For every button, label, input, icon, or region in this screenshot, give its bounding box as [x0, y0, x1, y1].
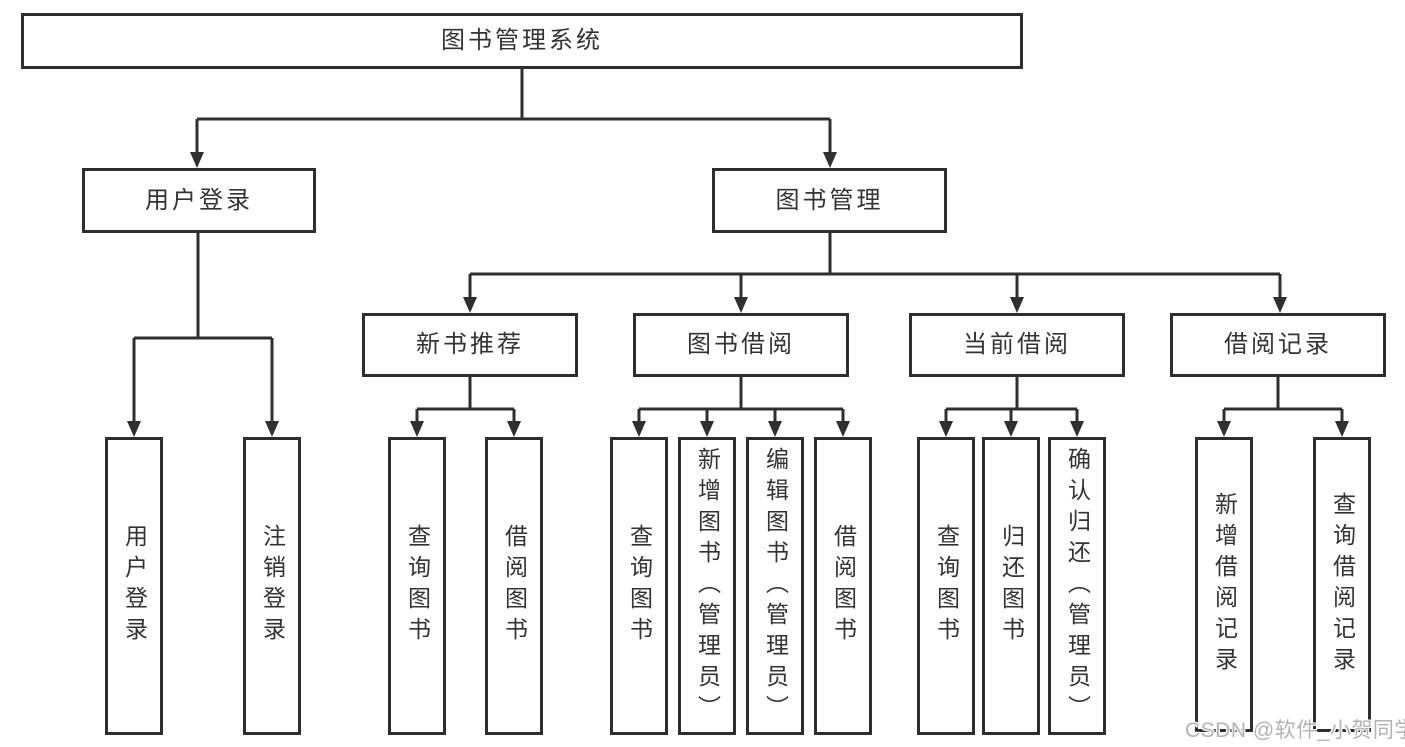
- leaf-query-books-recommend: 查询图书: [388, 437, 446, 735]
- leaf-borrow-books-borrowing-label: 借阅图书: [830, 524, 857, 648]
- leaf-query-books-recommend-label: 查询图书: [404, 524, 431, 648]
- arrowhead-icon: [1004, 421, 1018, 437]
- leaf-borrow-books-borrowing: 借阅图书: [814, 437, 872, 735]
- arrowhead-icon: [768, 421, 782, 437]
- node-new-book-recommend: 新书推荐: [362, 313, 578, 377]
- arrowhead-icon: [265, 421, 279, 437]
- arrowhead-icon: [734, 297, 748, 313]
- leaf-add-book-admin-label: 新增图书（管理员）: [694, 446, 721, 726]
- node-borrowing-records: 借阅记录: [1170, 313, 1386, 377]
- arrowhead-icon: [939, 421, 953, 437]
- node-current-borrowing-label: 当前借阅: [963, 331, 1071, 358]
- leaf-confirm-return-admin-label: 确认归还（管理员）: [1064, 446, 1091, 726]
- leaf-query-books-borrowing-label: 查询图书: [626, 524, 653, 648]
- arrowhead-icon: [410, 421, 424, 437]
- arrowhead-icon: [632, 421, 646, 437]
- arrowhead-icon: [1070, 421, 1084, 437]
- leaf-add-borrow-record: 新增借阅记录: [1195, 437, 1253, 732]
- node-book-borrowing: 图书借阅: [633, 313, 849, 377]
- arrowhead-icon: [836, 421, 850, 437]
- node-library-management-system: 图书管理系统: [21, 13, 1023, 69]
- leaf-query-borrow-record-label: 查询借阅记录: [1329, 491, 1356, 678]
- node-library-management-system-label: 图书管理系统: [441, 27, 603, 54]
- node-book-management-label: 图书管理: [775, 186, 884, 214]
- leaf-user-login: 用户登录: [105, 437, 163, 735]
- arrowhead-icon: [1217, 421, 1231, 437]
- leaf-return-book-label: 归还图书: [998, 524, 1025, 648]
- node-borrowing-records-label: 借阅记录: [1224, 331, 1332, 358]
- arrowhead-icon: [1335, 421, 1349, 437]
- leaf-borrow-books-recommend-label: 借阅图书: [501, 524, 528, 648]
- node-current-borrowing: 当前借阅: [909, 313, 1125, 377]
- node-user-login: 用户登录: [82, 168, 316, 233]
- leaf-edit-book-admin-label: 编辑图书（管理员）: [762, 446, 789, 726]
- arrowhead-icon: [823, 152, 837, 168]
- leaf-query-books-borrowing: 查询图书: [610, 437, 668, 735]
- arrowhead-icon: [463, 297, 477, 313]
- leaf-borrow-books-recommend: 借阅图书: [485, 437, 543, 735]
- node-book-management: 图书管理: [712, 168, 947, 233]
- arrowheads: [127, 152, 1349, 437]
- node-new-book-recommend-label: 新书推荐: [416, 331, 524, 358]
- watermark: CSDN @软件_小贺同学: [1185, 719, 1405, 742]
- leaf-add-borrow-record-label: 新增借阅记录: [1211, 491, 1238, 678]
- leaf-query-books-current: 查询图书: [917, 437, 975, 735]
- arrowhead-icon: [1273, 297, 1287, 313]
- arrowhead-icon: [700, 421, 714, 437]
- arrowhead-icon: [127, 421, 141, 437]
- leaf-query-borrow-record: 查询借阅记录: [1313, 437, 1371, 732]
- leaf-confirm-return-admin: 确认归还（管理员）: [1048, 437, 1106, 735]
- leaf-query-books-current-label: 查询图书: [933, 524, 960, 648]
- connector-path: [132, 67, 1344, 429]
- leaf-logout: 注销登录: [243, 437, 301, 735]
- arrowhead-icon: [507, 421, 521, 437]
- node-user-login-label: 用户登录: [145, 186, 253, 214]
- leaf-user-login-label: 用户登录: [121, 524, 148, 648]
- leaf-add-book-admin: 新增图书（管理员）: [678, 437, 736, 735]
- arrowhead-icon: [1010, 297, 1024, 313]
- leaf-edit-book-admin: 编辑图书（管理员）: [746, 437, 804, 735]
- leaf-logout-label: 注销登录: [259, 524, 286, 648]
- node-book-borrowing-label: 图书借阅: [687, 331, 795, 358]
- arrowhead-icon: [190, 152, 204, 168]
- leaf-return-book: 归还图书: [982, 437, 1040, 735]
